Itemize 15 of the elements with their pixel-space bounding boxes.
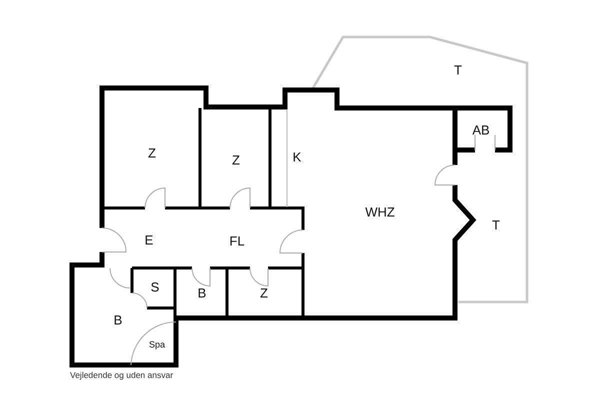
room-label: S — [150, 280, 160, 294]
room-label: B — [198, 286, 206, 300]
room-label: WHZ — [365, 206, 395, 218]
room-label: FL — [229, 234, 245, 248]
room-label: Z — [232, 154, 240, 166]
caption-note: Vejledende og uden ansvar — [70, 371, 174, 380]
room-label: Z — [260, 286, 268, 300]
room-label: AB — [472, 124, 490, 136]
room-label: T — [454, 64, 462, 76]
room-label: B — [114, 314, 122, 326]
room-label: T — [492, 218, 500, 232]
room-label: Spa — [149, 340, 165, 350]
room-label: K — [292, 150, 302, 164]
room-label: Z — [148, 146, 156, 160]
room-label: E — [144, 234, 154, 246]
